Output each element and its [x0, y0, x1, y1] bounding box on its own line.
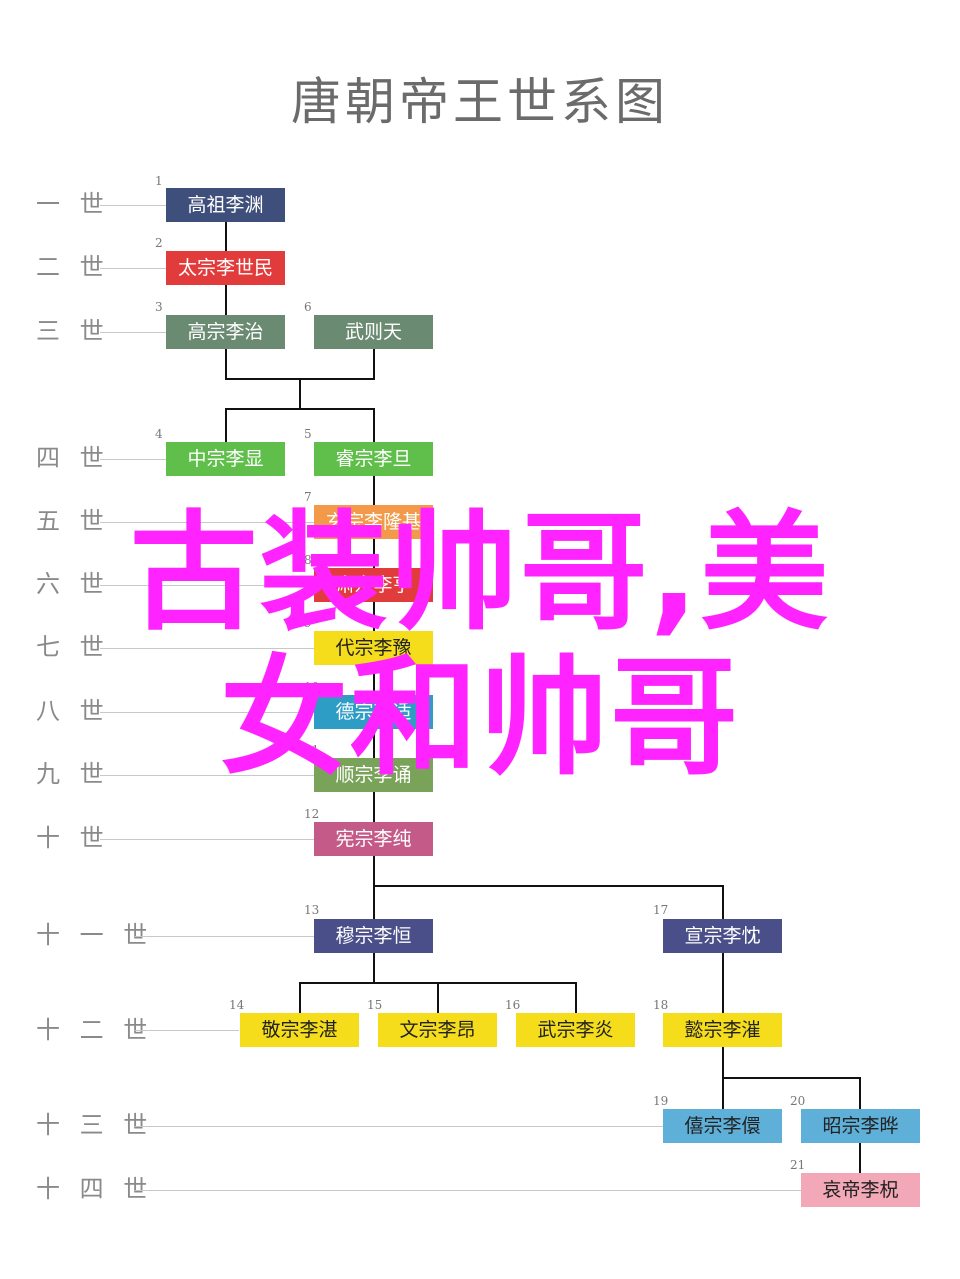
overlay-text-line1: 古装帅哥,美	[129, 499, 831, 648]
guide-line	[100, 712, 314, 713]
emperor-node: 肃宗李亨	[314, 568, 433, 602]
generation-label: 五 世	[36, 507, 110, 535]
chart-title: 唐朝帝王世系图	[291, 73, 669, 131]
connector-line	[225, 409, 227, 443]
guide-line	[100, 839, 314, 840]
connector-line	[859, 1143, 861, 1174]
generation-label: 六 世	[36, 570, 110, 598]
emperor-index: 2	[155, 236, 163, 250]
generation-label: 一 世	[36, 190, 110, 218]
emperor-node: 中宗李显	[166, 442, 285, 476]
generation-label: 四 世	[36, 444, 110, 472]
emperor-node: 穆宗李恒	[314, 919, 433, 953]
emperor-index: 7	[304, 490, 312, 504]
connector-line	[722, 1077, 861, 1079]
emperor-index: 12	[304, 807, 320, 821]
emperor-index: 8	[304, 553, 312, 567]
emperor-node: 懿宗李漼	[663, 1013, 782, 1047]
connector-line	[299, 982, 301, 1014]
connector-line	[225, 285, 227, 316]
emperor-node: 文宗李昂	[378, 1013, 497, 1047]
generation-label: 八 世	[36, 697, 110, 725]
generation-label: 三 世	[36, 317, 110, 345]
emperor-node: 太宗李世民	[166, 251, 285, 285]
connector-line	[373, 409, 375, 443]
emperor-node: 僖宗李儇	[663, 1109, 782, 1143]
emperor-index: 20	[790, 1094, 806, 1108]
connector-line	[373, 953, 375, 983]
emperor-node: 武宗李炎	[516, 1013, 635, 1047]
generation-label: 十 二 世	[36, 1016, 154, 1044]
connector-line	[575, 982, 577, 1014]
emperor-index: 11	[304, 743, 320, 757]
generation-label: 十 一 世	[36, 921, 154, 949]
emperor-index: 18	[653, 998, 669, 1012]
connector-line	[859, 1077, 861, 1110]
generation-label: 十 四 世	[36, 1175, 154, 1203]
guide-line	[100, 585, 314, 586]
emperor-index: 5	[304, 427, 312, 441]
connector-line	[299, 379, 301, 409]
emperor-index: 17	[653, 903, 669, 917]
guide-line	[100, 775, 314, 776]
emperor-index: 10	[304, 680, 320, 694]
generation-label: 十 三 世	[36, 1111, 154, 1139]
generation-label: 九 世	[36, 760, 110, 788]
emperor-node: 昭宗李晔	[801, 1109, 920, 1143]
guide-line	[135, 1190, 801, 1191]
emperor-index: 1	[155, 174, 163, 188]
emperor-index: 4	[155, 427, 163, 441]
emperor-node: 睿宗李旦	[314, 442, 433, 476]
emperor-node: 高祖李渊	[166, 188, 285, 222]
emperor-index: 13	[304, 903, 320, 917]
emperor-node: 顺宗李诵	[314, 758, 433, 792]
generation-label: 七 世	[36, 633, 110, 661]
emperor-node: 宪宗李纯	[314, 822, 433, 856]
guide-line	[100, 268, 166, 269]
emperor-index: 15	[367, 998, 383, 1012]
guide-line	[100, 648, 314, 649]
emperor-index: 3	[155, 300, 163, 314]
connector-line	[225, 222, 227, 252]
emperor-node: 代宗李豫	[314, 631, 433, 665]
connector-line	[225, 349, 227, 379]
guide-line	[100, 459, 166, 460]
connector-line	[373, 856, 375, 920]
emperor-index: 16	[505, 998, 521, 1012]
emperor-node: 敬宗李湛	[240, 1013, 359, 1047]
emperor-index: 14	[229, 998, 245, 1012]
generation-label: 十 世	[36, 824, 110, 852]
connector-line	[437, 982, 439, 1014]
guide-line	[135, 1030, 239, 1031]
connector-line	[722, 953, 724, 1014]
guide-line	[100, 332, 166, 333]
emperor-node: 武则天	[314, 315, 433, 349]
emperor-node: 德宗李适	[314, 695, 433, 729]
guide-line	[135, 1126, 663, 1127]
connector-line	[373, 885, 724, 887]
emperor-node: 高宗李治	[166, 315, 285, 349]
generation-label: 二 世	[36, 253, 110, 281]
emperor-node: 宣宗李忱	[663, 919, 782, 953]
overlay-text-line2: 女和帅哥	[219, 644, 740, 793]
emperor-index: 19	[653, 1094, 669, 1108]
emperor-index: 21	[790, 1158, 806, 1172]
guide-line	[100, 205, 166, 206]
connector-line	[373, 349, 375, 379]
emperor-index: 6	[304, 300, 312, 314]
connector-line	[722, 885, 724, 920]
connector-line	[225, 408, 375, 410]
emperor-index: 9	[304, 616, 312, 630]
guide-line	[100, 522, 314, 523]
emperor-node: 玄宗李隆基	[314, 505, 433, 539]
emperor-node: 哀帝李柷	[801, 1173, 920, 1207]
guide-line	[135, 936, 314, 937]
